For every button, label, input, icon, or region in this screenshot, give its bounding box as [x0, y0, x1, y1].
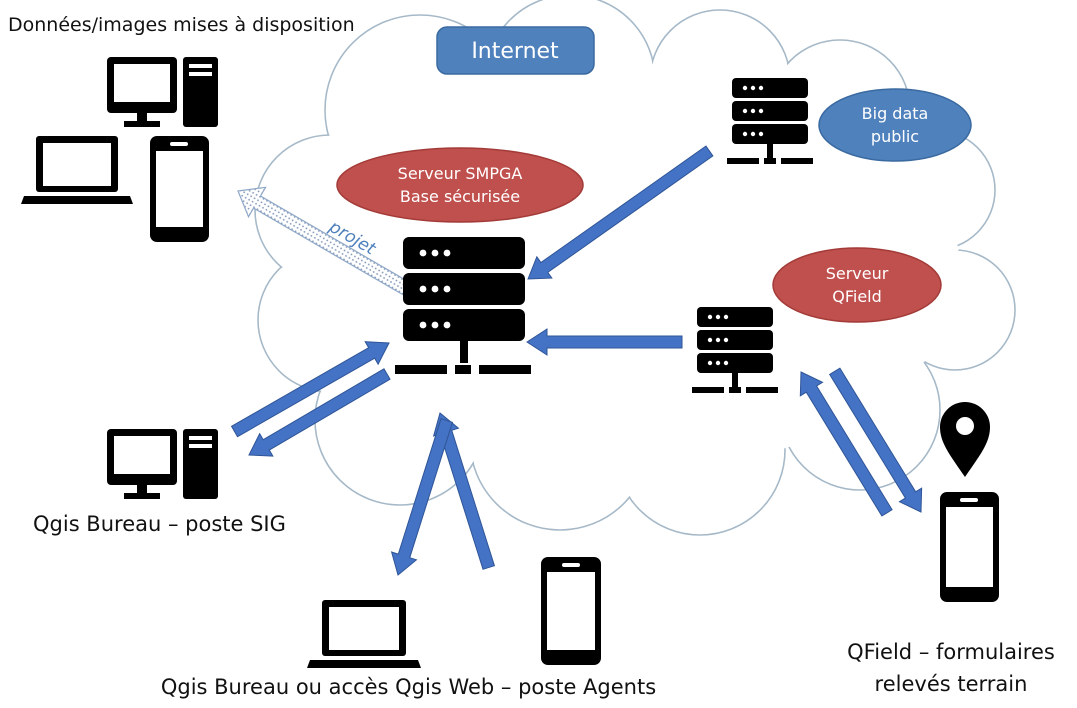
serveur-smpga-line1: Serveur SMPGA	[398, 164, 523, 183]
internet-label: Internet	[471, 39, 559, 64]
server-icon-smpga	[395, 237, 531, 374]
location-pin-icon	[940, 402, 990, 477]
smartphone-icon-top	[150, 136, 209, 242]
server-icon-qfield	[692, 307, 778, 393]
label-qfield-line1: QField – formulaires	[847, 640, 1055, 664]
arrow-bureau-to-smpga	[230, 341, 390, 438]
arrow-phone-to-qfield	[799, 371, 893, 517]
smartphone-icon-agents	[541, 557, 601, 665]
desktop-icon-bureau	[107, 429, 218, 499]
serveur-qfield-badge: Serveur QField	[772, 247, 942, 323]
desktop-icon-top	[107, 57, 218, 127]
arrow-qfield-to-smpga	[526, 328, 683, 356]
big-data-badge: Big data public	[818, 88, 972, 162]
smartphone-icon-qfield	[940, 492, 999, 602]
arrow-smpga-to-agents	[390, 418, 454, 576]
laptop-icon-agents	[307, 600, 421, 668]
label-qgis-bureau: Qgis Bureau – poste SIG	[33, 512, 286, 536]
title-donnees: Données/images mises à disposition	[8, 14, 355, 36]
laptop-icon-top	[21, 136, 133, 204]
arrow-qfield-to-phone	[828, 367, 923, 513]
serveur-smpga-line2: Base sécurisée	[400, 187, 520, 206]
serveur-smpga-badge: Serveur SMPGA Base sécurisée	[336, 147, 584, 223]
big-data-line2: public	[871, 127, 919, 146]
serveur-qfield-line2: QField	[832, 287, 882, 306]
server-icon-bigdata	[727, 78, 813, 164]
label-qfield-line2: relevés terrain	[874, 672, 1028, 696]
data-flow-arrows	[230, 145, 923, 576]
serveur-qfield-line1: Serveur	[826, 264, 889, 283]
big-data-line1: Big data	[862, 104, 929, 123]
arrow-smpga-to-bureau	[248, 368, 391, 457]
arrow-bigdata-to-smpga	[527, 145, 714, 280]
arrow-agents-to-smpga	[432, 412, 496, 570]
label-agents: Qgis Bureau ou accès Qgis Web – poste Ag…	[160, 675, 657, 699]
internet-label-box: Internet	[436, 26, 595, 75]
